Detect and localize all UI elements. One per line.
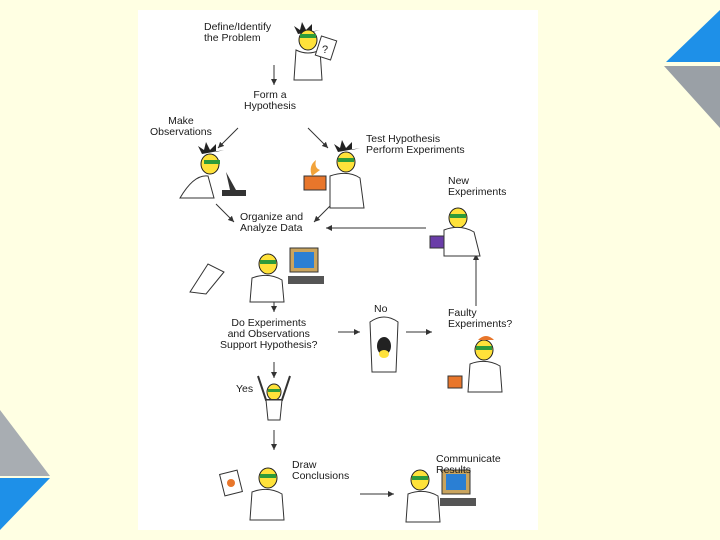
scientist-computer <box>189 247 324 303</box>
label-no: No <box>374 303 388 315</box>
arrow-hypothesis-observations <box>217 127 239 149</box>
decor-tr-gray <box>664 66 720 128</box>
decor-bl-blue <box>0 478 50 530</box>
flowchart-drawing: ? <box>179 22 503 523</box>
arrow-hypothesis-test <box>307 127 329 149</box>
arrow-test-organize <box>313 203 333 223</box>
label-yes: Yes <box>236 383 254 395</box>
scientist-test <box>303 140 365 209</box>
scientist-faulty <box>447 336 503 393</box>
scientist-microscope <box>179 142 246 199</box>
scientist-yes <box>257 375 291 421</box>
paper-question-mark: ? <box>322 44 328 56</box>
scientific-method-figure: ? <box>138 10 538 530</box>
scientist-new-experiments <box>429 207 481 257</box>
scientist-communicate <box>405 469 476 523</box>
decor-tr-blue <box>666 10 720 62</box>
decor-bl-gray <box>0 410 50 476</box>
scientist-conclusions <box>219 467 285 521</box>
scientist-define <box>293 22 338 81</box>
arrow-observations-organize <box>215 203 235 223</box>
scientist-no <box>369 316 399 373</box>
